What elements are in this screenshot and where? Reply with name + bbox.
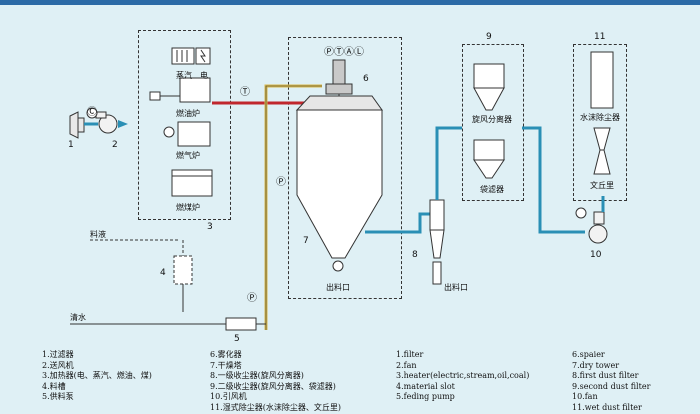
num-11: 11 xyxy=(594,32,606,42)
outlet-valve-icon xyxy=(332,260,344,272)
label-outlet-2: 出料口 xyxy=(444,283,468,292)
legend-item: 7.dry tower xyxy=(572,360,620,370)
legend-item: 3.加热器(电、蒸汽、燃油、煤) xyxy=(42,371,152,381)
electric-heater-icon xyxy=(195,47,211,65)
num-9: 9 xyxy=(486,32,492,42)
water-dust-collector-icon xyxy=(590,51,614,109)
label-electric: 电 xyxy=(200,71,208,80)
legend-item: 9.second dust filter xyxy=(572,381,651,391)
legend-item: 6.雾化器 xyxy=(210,350,242,359)
legend-item: 10.引风机 xyxy=(210,392,247,402)
label-venturi: 文丘里 xyxy=(590,181,614,190)
legend-en-col1: 1.filter 2.fan 3.heater(electric,stream,… xyxy=(396,350,529,403)
legend-item: 5.供料泵 xyxy=(42,392,74,402)
dry-tower-icon xyxy=(295,95,383,259)
legend-item: 10.fan xyxy=(572,392,598,402)
inlet-arrow xyxy=(118,120,128,128)
second-dust-filter-box xyxy=(462,44,524,201)
feed-pipe-outline xyxy=(265,85,322,330)
wet-dust-filter-box xyxy=(573,44,627,201)
legend-item: 6.spaier xyxy=(572,350,605,359)
exhaust-pipe-2 xyxy=(435,126,462,200)
feed-tank-icon xyxy=(173,255,193,285)
num-1: 1 xyxy=(68,140,74,150)
legend-item: 1.filter xyxy=(396,350,424,359)
venturi-icon xyxy=(593,127,611,175)
label-coal-furnace: 燃煤炉 xyxy=(176,203,200,212)
induced-fan-icon xyxy=(588,211,608,244)
label-outlet: 出料口 xyxy=(326,283,350,292)
fan-icon xyxy=(95,111,118,134)
legend-item: 11.wet dust filter xyxy=(572,402,642,412)
gauge-top: ⓅⓉⒶⓁ xyxy=(324,47,364,58)
legend-item: 1.过滤器 xyxy=(42,350,74,359)
legend-item: 2.fan xyxy=(396,360,417,370)
steam-heater-icon xyxy=(171,47,195,65)
gauge-temp-1: Ⓣ xyxy=(240,87,250,98)
legend-item: 2.送风机 xyxy=(42,360,74,370)
control-valve-2-icon xyxy=(575,207,587,219)
label-clean-water: 清水 xyxy=(70,313,86,322)
dry-tower-group-box xyxy=(288,37,402,299)
exhaust-pipe-1 xyxy=(365,212,430,234)
coal-furnace-icon xyxy=(171,169,213,197)
legend-cn-col2: 6.雾化器 7.干燥塔 8.一级收尘器(旋风分离器) 9.二级收尘器(旋风分离器… xyxy=(210,350,341,414)
num-8: 8 xyxy=(412,250,418,260)
feed-pump-icon xyxy=(225,317,257,331)
num-5: 5 xyxy=(234,334,240,344)
label-gas-furnace: 燃气炉 xyxy=(176,151,200,160)
num-10: 10 xyxy=(590,250,602,260)
label-steam: 蒸汽 xyxy=(176,71,192,80)
gas-furnace-icon xyxy=(163,121,211,147)
label-water-dust: 水沫除尘器 xyxy=(580,113,620,122)
control-valve-icon xyxy=(86,107,98,119)
heater-group-box xyxy=(138,30,231,220)
legend-item: 9.二级收尘器(旋风分离器、袋滤器) xyxy=(210,381,336,391)
gauge-pressure-1: Ⓟ xyxy=(276,177,286,188)
oil-furnace-icon xyxy=(149,77,211,103)
legend-cn-col1: 1.过滤器 2.送风机 3.加热器(电、蒸汽、燃油、煤) 4.料槽 5.供料泵 xyxy=(42,350,152,403)
num-3: 3 xyxy=(207,222,213,232)
legend-item: 11.湿式除尘器(水沫除尘器、文丘里) xyxy=(210,402,341,412)
label-cyclone: 旋风分离器 xyxy=(472,115,512,124)
legend-item: 5.feding pump xyxy=(396,392,455,402)
exhaust-pipe-3 xyxy=(522,126,585,234)
gauge-pressure-2: Ⓟ xyxy=(247,293,257,304)
legend-item: 8.first dust filter xyxy=(572,371,639,381)
num-6: 6 xyxy=(363,74,369,84)
num-7: 7 xyxy=(303,236,309,246)
num-2: 2 xyxy=(112,140,118,150)
bag-filter-icon xyxy=(473,139,505,179)
atomizer-icon xyxy=(325,59,353,120)
label-bag-filter: 袋滤器 xyxy=(480,185,504,194)
num-4: 4 xyxy=(160,268,166,278)
filter-icon xyxy=(69,111,85,139)
legend-item: 4.material slot xyxy=(396,381,455,391)
legend-item: 7.干燥塔 xyxy=(210,360,242,370)
label-oil-furnace: 燃油炉 xyxy=(176,109,200,118)
gauge-control-1: Ⓒ xyxy=(87,107,97,118)
legend-item: 8.一级收尘器(旋风分离器) xyxy=(210,371,304,381)
cyclone-separator-icon xyxy=(473,63,505,111)
legend-en-col2: 6.spaier 7.dry tower 8.first dust filter… xyxy=(572,350,650,414)
top-bar xyxy=(0,0,700,5)
label-feed-liquid: 料液 xyxy=(90,230,106,239)
first-cyclone-icon xyxy=(429,199,445,285)
legend-item: 3.heater(electric,stream,oil,coal) xyxy=(396,371,530,381)
legend-item: 4.料槽 xyxy=(42,381,66,391)
